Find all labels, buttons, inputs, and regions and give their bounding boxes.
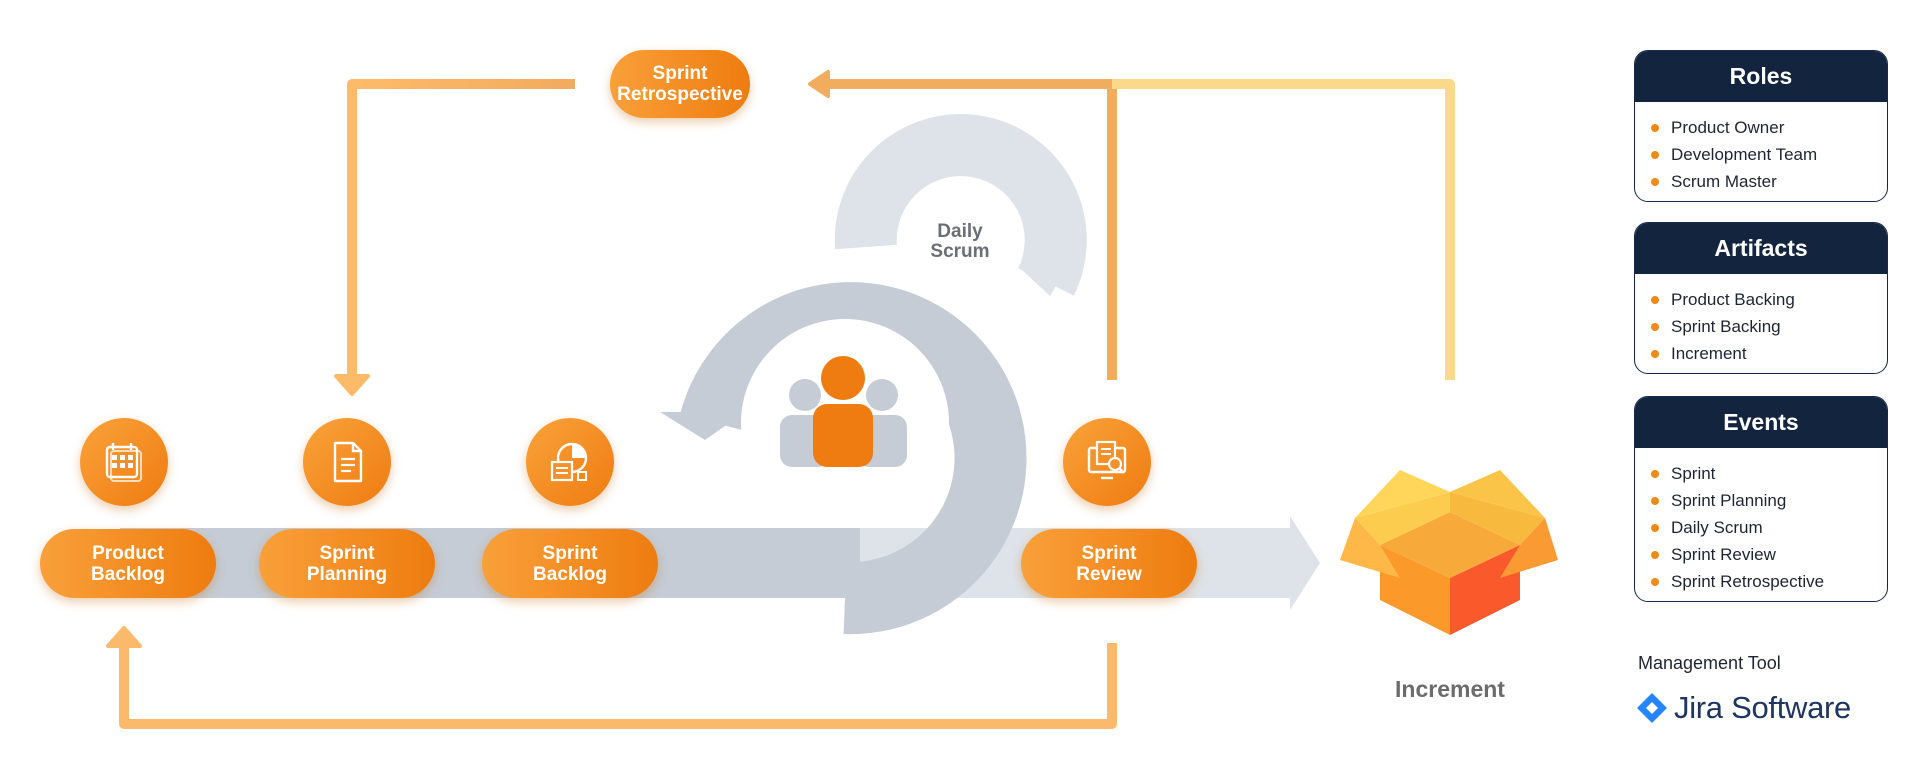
report-chart-icon <box>526 418 614 506</box>
artifacts-panel: Artifacts Product Backing Sprint Backing… <box>1634 222 1888 374</box>
roles-list: Product Owner Development Team Scrum Mas… <box>1635 102 1887 201</box>
feedback-arrows <box>106 70 1455 729</box>
list-item: Sprint Planning <box>1635 487 1887 514</box>
jira-brand: Jira Software <box>1636 690 1851 726</box>
events-panel: Events Sprint Sprint Planning Daily Scru… <box>1634 396 1888 602</box>
stage-pill-sprint-planning: Sprint Planning <box>259 529 435 598</box>
list-item: Product Owner <box>1635 114 1887 141</box>
list-item: Product Backing <box>1635 286 1887 313</box>
events-list: Sprint Sprint Planning Daily Scrum Sprin… <box>1635 448 1887 601</box>
list-item: Sprint Retrospective <box>1635 568 1887 595</box>
artifacts-title: Artifacts <box>1635 223 1887 274</box>
daily-scrum-label: Daily Scrum <box>930 221 990 262</box>
calendar-icon <box>80 418 168 506</box>
roles-panel: Roles Product Owner Development Team Scr… <box>1634 50 1888 202</box>
events-title: Events <box>1635 397 1887 448</box>
list-item: Development Team <box>1635 141 1887 168</box>
management-tool-label: Management Tool <box>1638 653 1781 673</box>
increment-label: Increment <box>1395 676 1505 702</box>
list-item: Increment <box>1635 340 1887 367</box>
artifacts-list: Product Backing Sprint Backing Increment <box>1635 274 1887 373</box>
stage-pill-sprint-review: Sprint Review <box>1021 529 1197 598</box>
list-item: Daily Scrum <box>1635 514 1887 541</box>
daily-scrum-loop <box>834 114 1087 296</box>
sprint-retrospective-pill: Sprint Retrospective <box>610 50 750 118</box>
list-item: Scrum Master <box>1635 168 1887 195</box>
stage-pill-sprint-backlog: Sprint Backlog <box>482 529 658 598</box>
list-item: Sprint Review <box>1635 541 1887 568</box>
team-icon <box>780 356 907 467</box>
jira-logo-icon <box>1637 693 1667 723</box>
jira-software-name: Jira Software <box>1674 690 1851 725</box>
open-box-icon <box>1340 470 1558 635</box>
list-item: Sprint Backing <box>1635 313 1887 340</box>
roles-title: Roles <box>1635 51 1887 102</box>
document-icon <box>303 418 391 506</box>
review-icon <box>1063 418 1151 506</box>
list-item: Sprint <box>1635 460 1887 487</box>
stage-pill-product-backlog: Product Backlog <box>40 529 216 598</box>
